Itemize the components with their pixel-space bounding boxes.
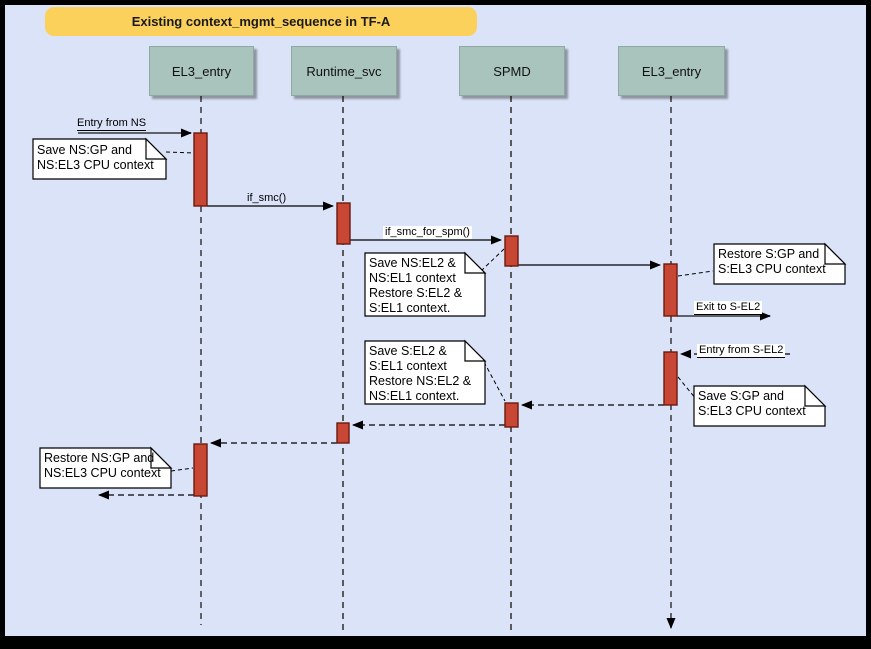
note-line: NS:EL3 CPU context bbox=[37, 158, 154, 172]
actor-label: Runtime_svc bbox=[306, 63, 382, 79]
activation-bars bbox=[193, 132, 678, 497]
activation-spmd-b bbox=[504, 402, 519, 428]
diagram-title: Existing context_mgmt_sequence in TF-A bbox=[131, 14, 391, 29]
diagram-canvas bbox=[5, 5, 866, 636]
activation-spmd-a bbox=[504, 235, 519, 267]
activation-el3-1b bbox=[193, 443, 208, 497]
note-save-ns-gp: Save NS:GP and NS:EL3 CPU context bbox=[37, 143, 154, 173]
note-restore-ns-gp: Restore NS:GP and NS:EL3 CPU context bbox=[44, 451, 161, 481]
activation-el3-2a bbox=[663, 263, 678, 317]
message-if-smc-label: if_smc() bbox=[247, 192, 287, 204]
message-entry-from-ns-label: Entry from NS bbox=[77, 117, 147, 131]
note-save-ns-el2-shape bbox=[364, 251, 487, 317]
note-line: NS:EL1 context. bbox=[369, 389, 460, 403]
note-restore-ns-gp-shape bbox=[39, 446, 173, 489]
diagram-title-banner: Existing context_mgmt_sequence in TF-A bbox=[45, 7, 477, 36]
note-line: S:EL3 CPU context bbox=[718, 262, 826, 276]
note-line: S:EL1 context. bbox=[369, 301, 451, 315]
actor-label: EL3_entry bbox=[171, 63, 232, 79]
note-line: Save S:EL2 & bbox=[369, 344, 447, 358]
note-line: S:EL3 CPU context bbox=[698, 404, 806, 418]
note-save-s-el2: Save S:EL2 & S:EL1 context Restore NS:EL… bbox=[369, 344, 471, 404]
note-line: S:EL1 context bbox=[369, 359, 447, 373]
actor-label: EL3_entry bbox=[641, 63, 702, 79]
note-restore-s-gp: Restore S:GP and S:EL3 CPU context bbox=[718, 247, 826, 277]
activation-el3-2b bbox=[663, 351, 678, 406]
note-save-ns-el2: Save NS:EL2 & NS:EL1 context Restore S:E… bbox=[369, 256, 462, 316]
note-save-s-gp: Save S:GP and S:EL3 CPU context bbox=[698, 389, 806, 419]
note-save-ns-gp-shape bbox=[32, 137, 168, 180]
activation-runtime-svc-a bbox=[336, 202, 351, 245]
note-line: NS:EL3 CPU context bbox=[44, 466, 161, 480]
message-if-smc-for-spm-label: if_smc_for_spm() bbox=[383, 226, 472, 239]
note-line: NS:EL1 context bbox=[369, 271, 456, 285]
note-line: Restore NS:GP and bbox=[44, 451, 155, 465]
note-line: Save NS:GP and bbox=[37, 143, 132, 157]
note-line: Save NS:EL2 & bbox=[369, 256, 456, 270]
note-line: Restore S:EL2 & bbox=[369, 286, 463, 300]
note-connectors bbox=[165, 151, 714, 472]
actor-spmd: SPMD bbox=[459, 46, 565, 96]
activation-runtime-svc-b bbox=[336, 422, 350, 444]
message-exit-to-s-el2-label: Exit to S-EL2 bbox=[694, 301, 763, 315]
actor-label: SPMD bbox=[493, 63, 531, 79]
note-line: Restore NS:EL2 & bbox=[369, 374, 472, 388]
actor-el3-entry-2: EL3_entry bbox=[618, 46, 725, 96]
note-line: Restore S:GP and bbox=[718, 247, 820, 261]
actor-el3-entry-1: EL3_entry bbox=[149, 46, 254, 96]
message-entry-from-s-el2-label: Entry from S-EL2 bbox=[697, 344, 786, 358]
activation-el3-1a bbox=[193, 132, 208, 207]
note-restore-s-gp-shape bbox=[713, 242, 847, 285]
note-save-s-gp-shape bbox=[693, 384, 827, 427]
actor-runtime-svc: Runtime_svc bbox=[291, 46, 397, 96]
note-save-s-el2-shape bbox=[364, 339, 487, 405]
note-line: Save S:GP and bbox=[698, 389, 784, 403]
note-shapes bbox=[32, 137, 847, 489]
